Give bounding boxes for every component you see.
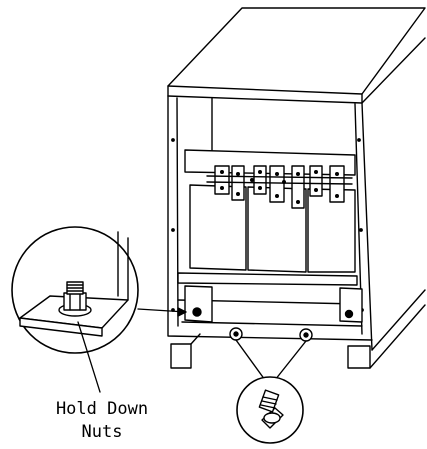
cabinet-top bbox=[167, 7, 426, 95]
terminal-bus-bars bbox=[206, 165, 353, 209]
floor-bolt-detail bbox=[236, 376, 304, 444]
hold-down-brackets bbox=[181, 285, 363, 327]
hold-down-nuts-label-line2: Nuts bbox=[81, 422, 123, 442]
cabinet-right-side bbox=[361, 37, 426, 104]
hold-down-nuts-label-line1: Hold Down bbox=[55, 399, 149, 419]
mounting-feet bbox=[170, 304, 426, 369]
floor-bolts bbox=[229, 327, 313, 381]
hold-down-nut-detail bbox=[11, 226, 187, 393]
bus-bar-bolts bbox=[220, 170, 339, 204]
enclosure-cabinet bbox=[167, 7, 426, 351]
